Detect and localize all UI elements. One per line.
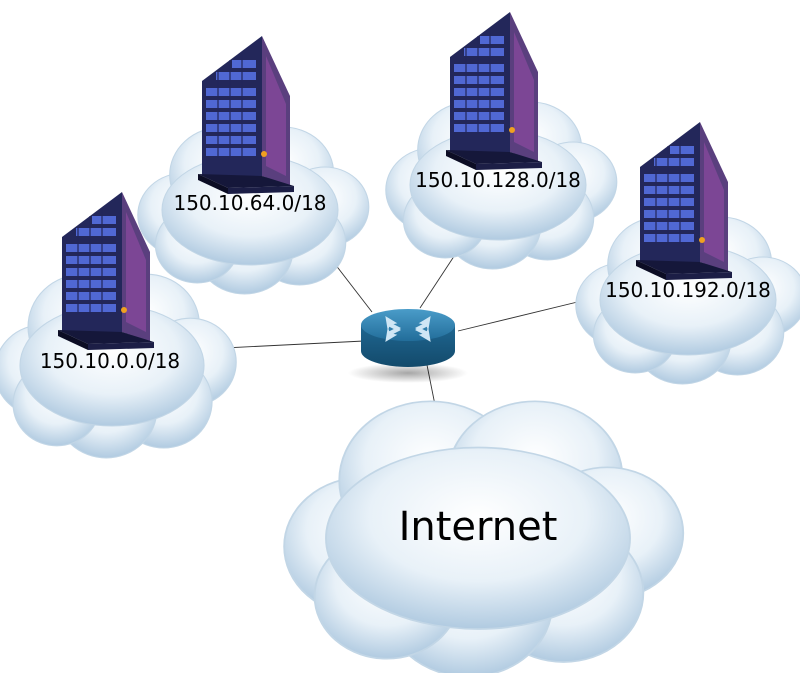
network-label: 150.10.128.0/18 bbox=[415, 168, 581, 192]
network-label: 150.10.64.0/18 bbox=[173, 191, 326, 215]
network-label: 150.10.0.0/18 bbox=[40, 349, 180, 373]
router-icon bbox=[348, 309, 468, 383]
internet-label: Internet bbox=[399, 504, 558, 550]
building-icon bbox=[197, 35, 295, 195]
link-net-192 bbox=[457, 296, 599, 332]
building-icon bbox=[445, 11, 543, 171]
network-label: 150.10.192.0/18 bbox=[605, 278, 771, 302]
building-icon bbox=[635, 121, 733, 281]
